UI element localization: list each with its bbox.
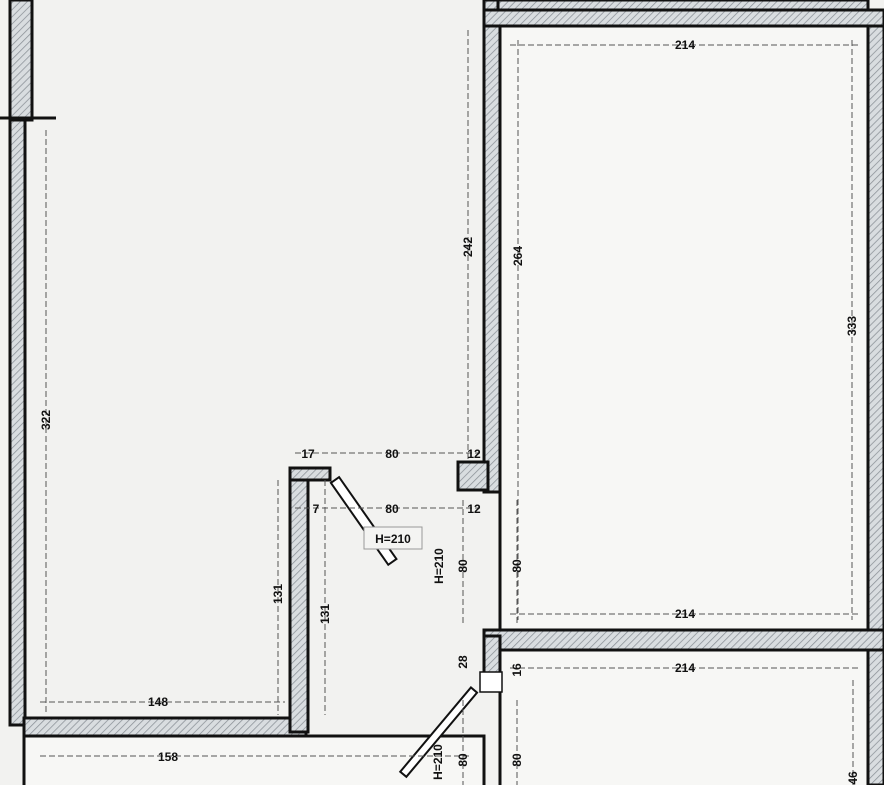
dim-7: 7	[313, 502, 320, 516]
dim-lower-room-width: 214	[675, 661, 695, 675]
central-wall	[482, 0, 502, 494]
door-height-label: H=210	[375, 532, 411, 546]
middle-wall	[482, 628, 884, 652]
dim-46-partial: 46	[846, 771, 860, 785]
dim-door-80-bottom: 80	[385, 502, 399, 516]
room-lower-right	[498, 648, 870, 785]
dim-side-80-1: 80	[456, 559, 470, 573]
dim-notch-131-outer: 131	[271, 584, 285, 604]
dim-notch-131-inner: 131	[318, 604, 332, 624]
dimension-lines	[40, 30, 860, 785]
dim-lower-80-2: 80	[510, 753, 524, 767]
door-leaf-upper	[329, 475, 398, 567]
dim-side-80-2: 80	[510, 559, 524, 573]
dim-room-height-264: 264	[511, 246, 525, 266]
right-wall-lower	[866, 648, 884, 785]
top-room-wall	[496, 0, 870, 12]
dim-12-bottom: 12	[467, 502, 481, 516]
dim-lower-80-1: 80	[456, 753, 470, 767]
dim-28: 28	[456, 655, 470, 669]
dim-left-room-height: 322	[39, 410, 53, 430]
dim-bottom-width: 214	[675, 607, 695, 621]
notch-wall	[288, 468, 310, 734]
dim-top-width: 214	[675, 38, 695, 52]
door-side-height-label: H=210	[432, 548, 446, 584]
dim-17: 17	[301, 447, 315, 461]
dim-bottom-room-width: 158	[158, 750, 178, 764]
top-wall	[482, 8, 884, 28]
left-wall	[8, 118, 27, 727]
dim-16: 16	[510, 663, 524, 677]
door-jamb-right	[456, 460, 490, 492]
dim-room-height-333: 333	[845, 316, 859, 336]
door-jamb-left	[288, 466, 332, 482]
lower-door-height-label: H=210	[431, 744, 445, 780]
dim-left-room-width: 148	[148, 695, 168, 709]
dim-door-80-top: 80	[385, 447, 399, 461]
right-wall	[866, 24, 884, 632]
room-upper-right	[498, 24, 870, 632]
room-bottom-left	[22, 734, 486, 785]
dim-12-top: 12	[467, 447, 481, 461]
window-left	[8, 0, 34, 122]
door-leaf-lower	[398, 686, 479, 779]
bottom-wall-left-room	[22, 716, 308, 738]
dim-wall-height-242: 242	[461, 237, 475, 257]
